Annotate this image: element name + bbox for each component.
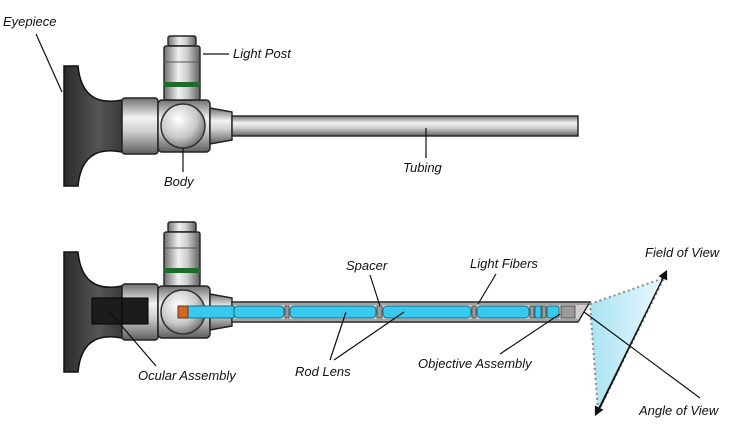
- rod-lens-leader-1: [329, 311, 347, 361]
- objective-lens-1: [534, 305, 542, 319]
- spacer-3: [471, 305, 477, 319]
- body-knob: [160, 103, 206, 149]
- body-label: Body: [164, 174, 195, 189]
- spacer-2: [376, 305, 383, 319]
- light-post-cap: [167, 35, 197, 47]
- orange-element: [177, 305, 189, 319]
- light-post-label: Light Post: [233, 46, 292, 61]
- light-post: [163, 45, 201, 101]
- rod-lens-3: [382, 305, 472, 319]
- rod-lens-2: [289, 305, 377, 319]
- angle-of-view-label: Angle of View: [638, 403, 720, 418]
- rod-lenses: [233, 305, 576, 319]
- light-fibers-label: Light Fibers: [470, 256, 538, 271]
- eyepiece-leader: [35, 33, 63, 93]
- rod-lens-label: Rod Lens: [295, 364, 351, 379]
- rod-lens-1: [233, 305, 285, 319]
- angle-of-view-leader: [583, 311, 701, 399]
- light-post-green-band: [164, 82, 200, 87]
- spacer-5: [541, 305, 547, 319]
- field-of-view-arrow-2: [594, 271, 667, 417]
- rod-lens-4: [476, 305, 530, 319]
- light-post-cap-2: [167, 221, 197, 233]
- light-fibers-leader: [477, 273, 497, 305]
- field-of-view-label: Field of View: [645, 245, 721, 260]
- ocular-assembly-leader: [107, 309, 157, 367]
- ocular-housing: [121, 97, 159, 155]
- objective-prism: [560, 305, 576, 319]
- spacer-1: [284, 305, 290, 319]
- objective-assembly-label: Objective Assembly: [418, 356, 533, 371]
- objective-assembly-leader: [499, 313, 561, 355]
- ocular-inner: [91, 297, 123, 325]
- spacer-leader: [369, 274, 381, 307]
- light-post-2: [163, 231, 201, 287]
- field-of-view-cone: [588, 276, 666, 416]
- eyepiece-label: Eyepiece: [3, 14, 56, 29]
- tubing-label: Tubing: [403, 160, 443, 175]
- rod-lens-leader-2: [333, 311, 405, 361]
- endoscope-bottom: [63, 221, 592, 373]
- endoscope-top: [63, 35, 579, 187]
- tubing: [231, 115, 579, 137]
- spacer-label: Spacer: [346, 258, 388, 273]
- ocular-lens-block: [121, 297, 149, 325]
- light-post-green-band-2: [164, 268, 200, 273]
- ocular-assembly-label: Ocular Assembly: [138, 368, 237, 383]
- eyepiece-cup: [63, 65, 123, 187]
- tube-connector: [209, 107, 233, 145]
- spacer-4: [529, 305, 535, 319]
